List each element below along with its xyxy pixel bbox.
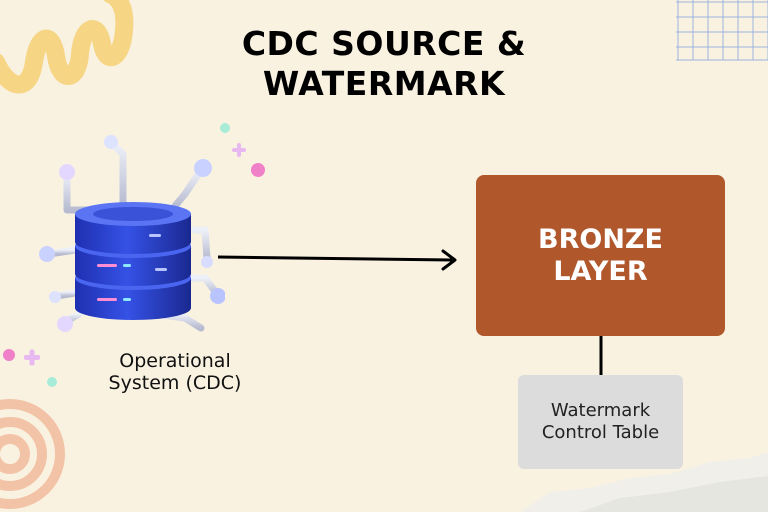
bronze-label-line-2: LAYER (553, 255, 648, 287)
bronze-layer-node: BRONZE LAYER (476, 175, 725, 336)
database-server-icon (39, 135, 225, 332)
source-label-line-2: System (CDC) (108, 372, 242, 394)
watermark-label-line-2: Control Table (541, 422, 660, 443)
paper-texture-decoration (520, 452, 768, 512)
squiggle-decoration (0, 0, 134, 94)
source-label-line-1: Operational (119, 350, 231, 372)
diagram-title: CDC SOURCE & WATERMARK (184, 24, 584, 104)
arrowhead-icon (441, 249, 457, 271)
bronze-label-line-1: BRONZE (538, 223, 663, 255)
watermark-control-table-node: Watermark Control Table (518, 375, 683, 469)
title-line-1: CDC SOURCE & (241, 24, 527, 63)
spiral-decoration (0, 399, 65, 509)
title-line-2: WATERMARK (262, 64, 506, 103)
grid-decoration (676, 0, 768, 61)
watermark-label-line-1: Watermark (550, 400, 651, 421)
source-node-label: Operational System (CDC) (90, 350, 260, 394)
source-to-bronze-arrow (217, 255, 453, 262)
